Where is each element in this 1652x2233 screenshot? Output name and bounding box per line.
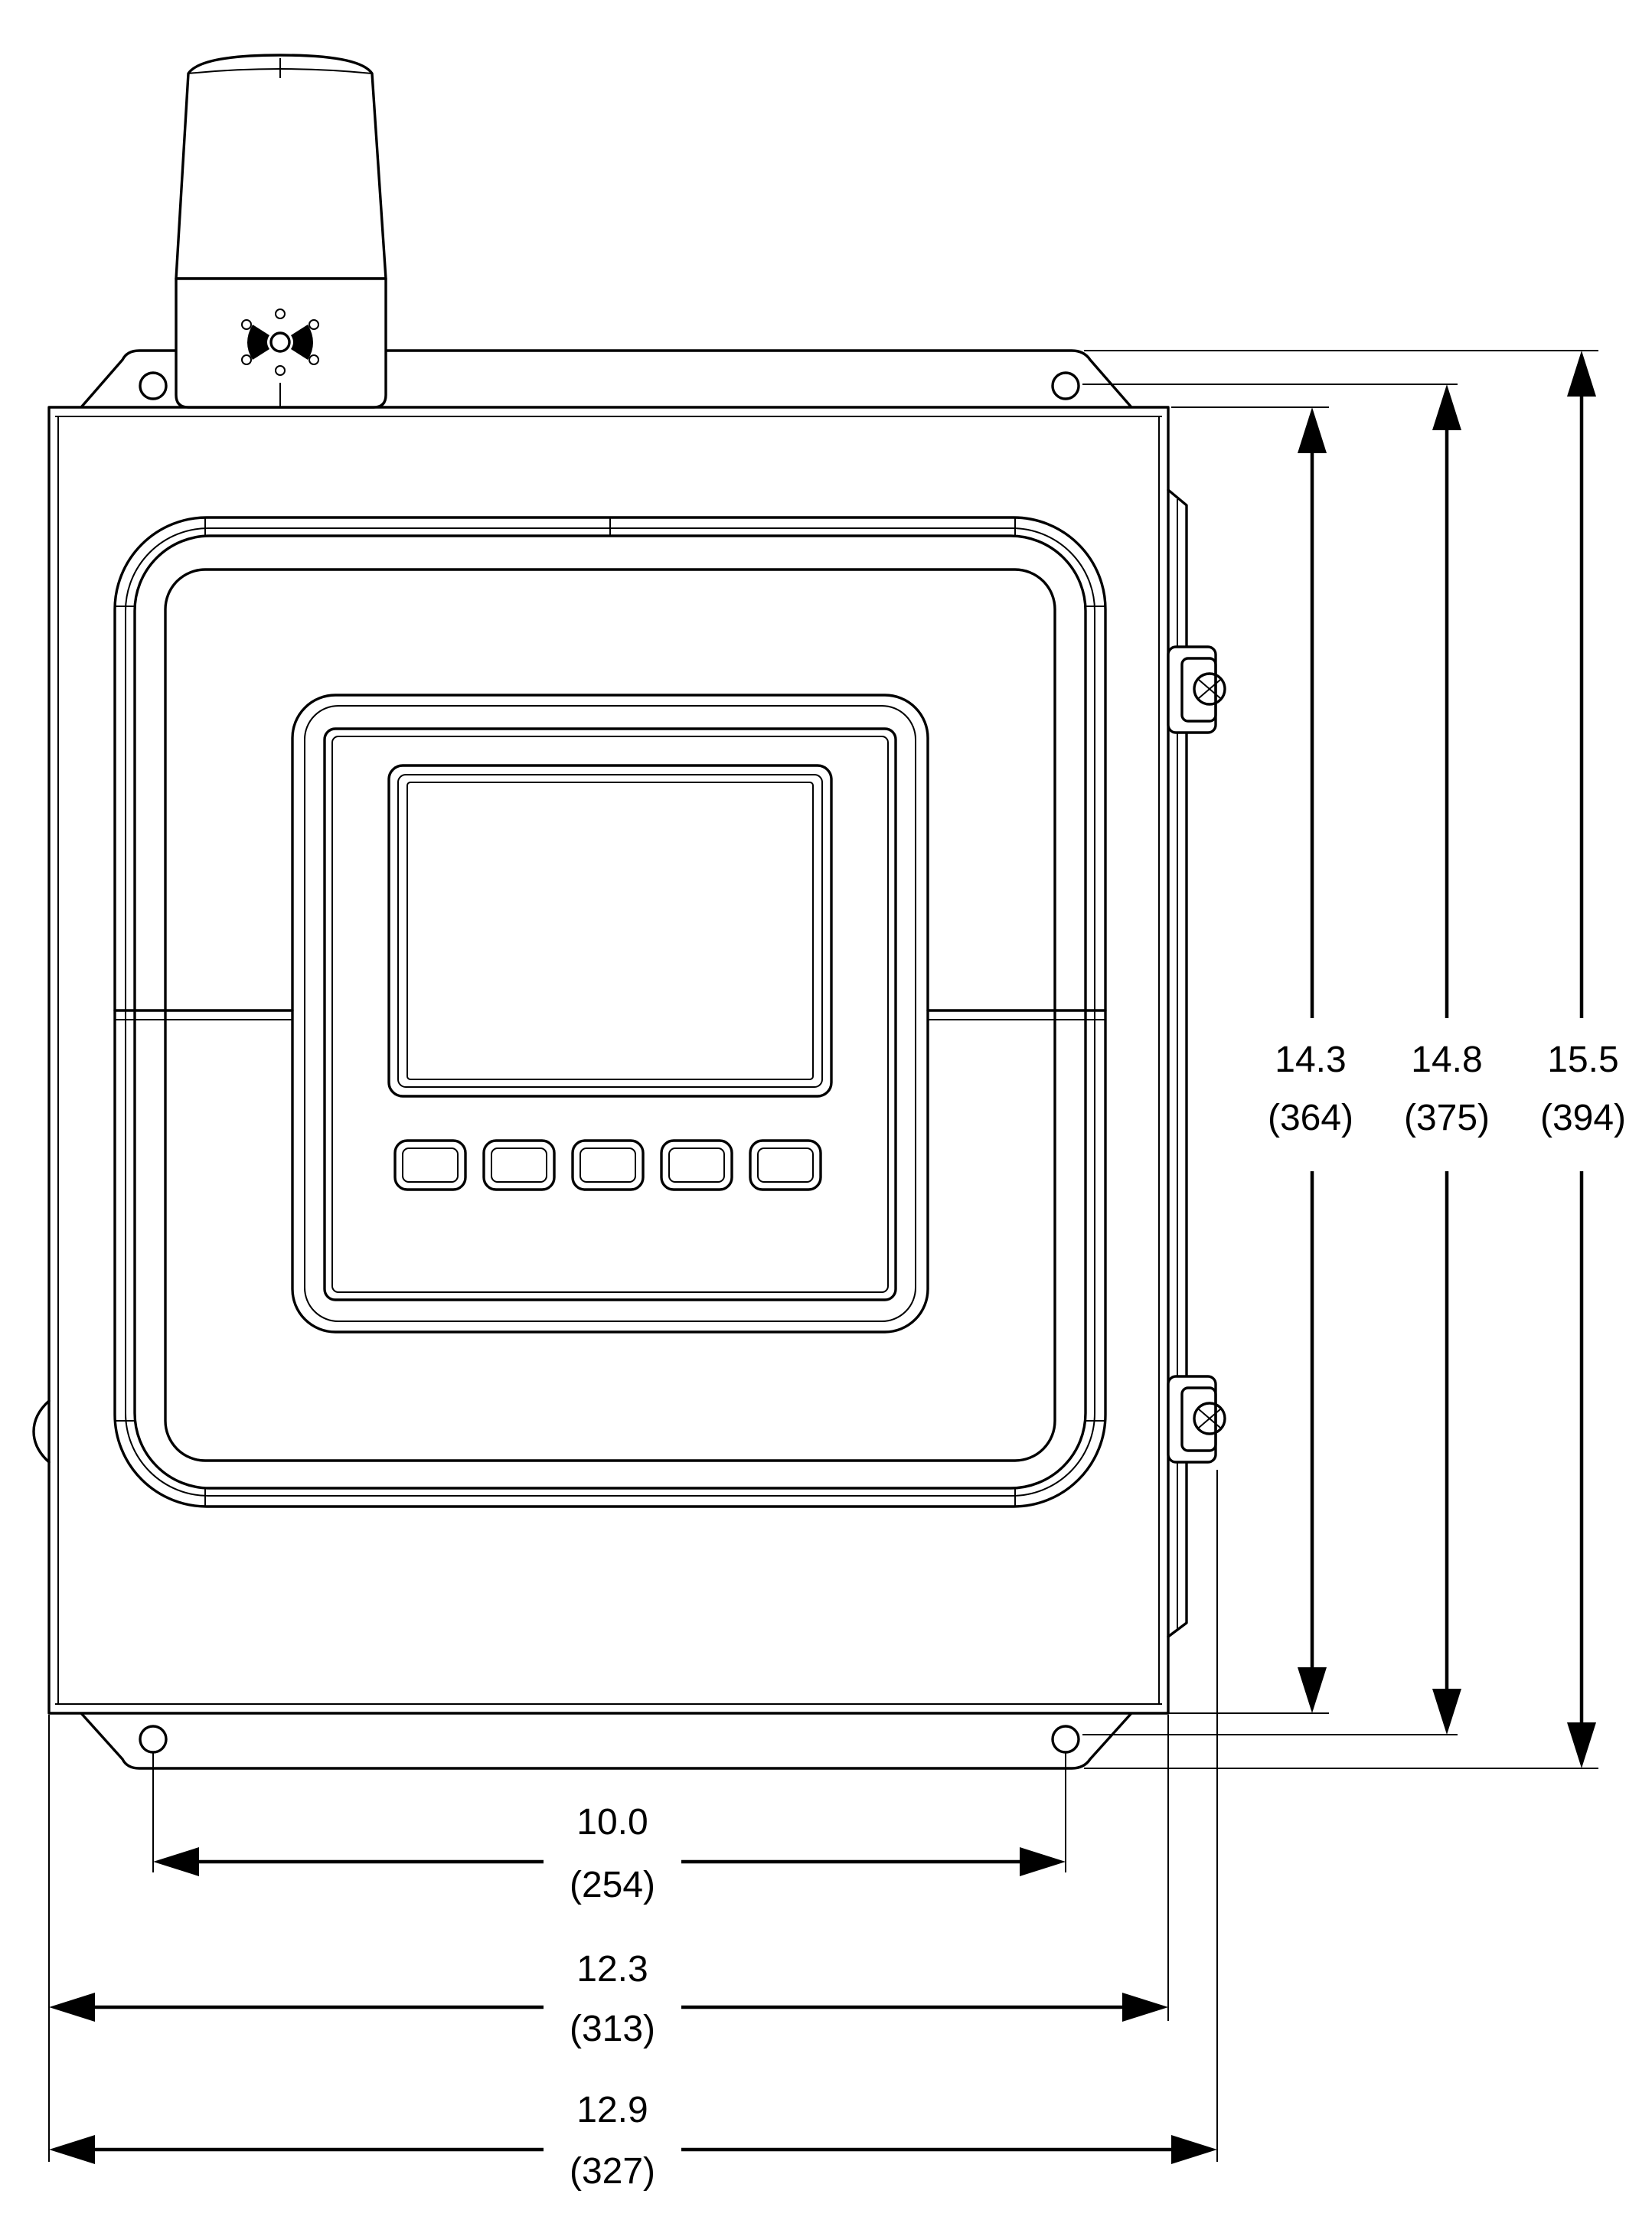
dimension-height-enclosure: 14.8 (375) bbox=[1082, 384, 1490, 1735]
dimension-width-overall-mm: (327) bbox=[570, 2151, 655, 2192]
keypad-button-4 bbox=[660, 1139, 733, 1191]
dimension-width-overall: 12.9 (327) bbox=[49, 1470, 1218, 2192]
mounting-hole-top-left bbox=[139, 371, 168, 400]
left-side-bump bbox=[32, 1399, 51, 1464]
keypad-button-3 bbox=[571, 1139, 645, 1191]
dimension-width-overall-inches: 12.9 bbox=[576, 2090, 648, 2130]
dimension-height-inner: 14.3 (364) bbox=[1168, 406, 1353, 1714]
dimension-height-overall-mm: (394) bbox=[1540, 1098, 1626, 1138]
dimension-height-inner-inches: 14.3 bbox=[1275, 1040, 1346, 1080]
latch-top bbox=[1167, 645, 1226, 734]
keypad-button-2 bbox=[482, 1139, 556, 1191]
beacon-light bbox=[175, 54, 387, 409]
dimension-width-mounting-holes: 10.0 (254) bbox=[152, 1753, 1066, 1905]
top-mounting-tab bbox=[80, 349, 1133, 409]
beacon-emblem-icon bbox=[241, 309, 319, 376]
door-inner-panel bbox=[113, 568, 1107, 1462]
keypad-button-1 bbox=[393, 1139, 467, 1191]
dimension-height-enclosure-inches: 14.8 bbox=[1411, 1040, 1482, 1080]
mounting-hole-bottom-left bbox=[139, 1725, 168, 1754]
mounting-hole-top-right bbox=[1051, 371, 1080, 400]
bottom-mounting-tab bbox=[80, 1712, 1133, 1770]
mounting-hole-bottom-right bbox=[1051, 1725, 1080, 1754]
dimension-width-enclosure-mm: (313) bbox=[570, 2009, 655, 2049]
keypad-button-5 bbox=[749, 1139, 822, 1191]
dimension-height-overall-inches: 15.5 bbox=[1547, 1040, 1618, 1080]
dimension-height-overall: 15.5 (394) bbox=[1084, 350, 1626, 1769]
dimension-height-enclosure-mm: (375) bbox=[1404, 1098, 1490, 1138]
dimension-height-inner-mm: (364) bbox=[1268, 1098, 1353, 1138]
dimension-width-enclosure: 12.3 (313) bbox=[48, 1715, 1169, 2162]
dimension-width-enclosure-inches: 12.3 bbox=[576, 1949, 648, 1990]
latch-bottom bbox=[1167, 1375, 1226, 1464]
door-outer-frame bbox=[113, 516, 1107, 1508]
keypad bbox=[393, 1139, 822, 1191]
dimension-width-mounting-holes-mm: (254) bbox=[570, 1865, 655, 1905]
display-bezel bbox=[291, 694, 929, 1334]
display-screen bbox=[387, 764, 833, 1098]
dimension-width-mounting-holes-inches: 10.0 bbox=[576, 1802, 648, 1843]
